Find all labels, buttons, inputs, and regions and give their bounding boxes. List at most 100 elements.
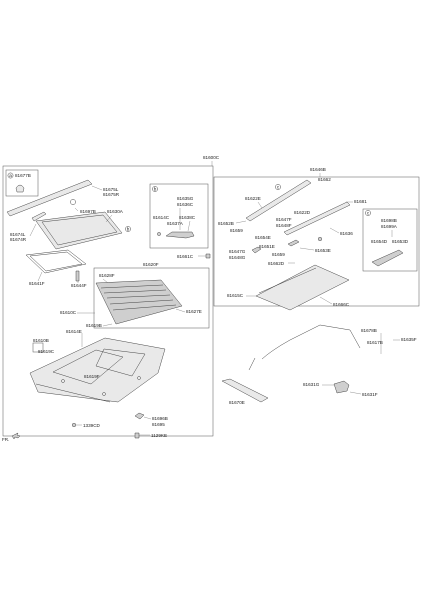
- label-81681: 81681: [354, 199, 367, 204]
- callout-a-ref: [70, 199, 76, 205]
- label-81697B: 81697B: [80, 209, 96, 214]
- label-81619C: 81619C: [38, 349, 55, 354]
- label-81662: 81662: [318, 177, 331, 182]
- sunshade-pleat-1: [100, 284, 164, 289]
- weatherstrip-seal: [25, 249, 87, 274]
- label-81675R: 81675R: [103, 192, 120, 197]
- label-81619B: 81619B: [86, 323, 102, 328]
- sunroof-frame: [29, 337, 166, 403]
- label-1339CD: 1339CD: [83, 423, 101, 428]
- clip-part-81677B: [15, 184, 25, 193]
- label-81637A: 81637A: [167, 221, 184, 226]
- label-81614E: 81614E: [66, 329, 82, 334]
- label-81648F: 81648F: [276, 223, 292, 228]
- inset-box-b: [149, 183, 209, 249]
- label-81647G: 81647G: [229, 249, 246, 254]
- label-81675L: 81675L: [103, 187, 119, 192]
- frame-rear-opening: [95, 348, 146, 377]
- drain-hose-clip: [75, 270, 80, 282]
- label-81666C: 81615C: [227, 293, 244, 298]
- label-81659-a: 81659: [230, 228, 243, 233]
- callout-c-ref: [275, 184, 281, 190]
- callout-a-letter: a: [9, 173, 12, 178]
- link-bracket-a: [251, 246, 262, 254]
- label-81622E: 81622E: [245, 196, 261, 201]
- label-81662D: 81662D: [268, 261, 285, 266]
- bolt-1339CD: [71, 422, 77, 428]
- frame-inner-box: [93, 267, 210, 329]
- label-81630A: 81630A: [107, 209, 124, 214]
- frame-hole-1: [61, 379, 65, 383]
- callout-b-ref-letter: b: [127, 227, 130, 232]
- label-81614C: 81614C: [153, 215, 170, 220]
- drive-cable: [261, 324, 361, 360]
- callout-b-letter: b: [154, 187, 157, 192]
- guide-rail-right: [283, 201, 351, 236]
- label-81699A: 81699A: [381, 224, 398, 229]
- glass-panel-inner: [41, 214, 118, 246]
- label-81674L: 81674L: [10, 232, 26, 237]
- label-81622D: 81622D: [294, 210, 311, 215]
- label-81615C: 81661C: [177, 254, 194, 259]
- sunshade-pleat-3: [106, 294, 171, 299]
- label-81635F: 81635F: [401, 337, 417, 342]
- sunshade-pleat-5: [112, 304, 177, 311]
- callout-a-marker: [7, 172, 14, 179]
- frame-front-opening: [52, 349, 124, 385]
- label-81610B: 81610B: [33, 338, 49, 343]
- label-81652B: 81652B: [218, 221, 234, 226]
- front-arrow-icon: [11, 432, 21, 440]
- leader-inset-b2: [187, 220, 191, 232]
- side-molding: [31, 211, 47, 222]
- label-81678B: 81678B: [361, 328, 377, 333]
- label-81617B: 81617B: [367, 340, 383, 345]
- sunshade-pleat-2: [103, 289, 167, 294]
- label-81631G: 81631G: [303, 382, 320, 387]
- label-81696B: 81696B: [152, 416, 168, 421]
- drain-hose: [205, 253, 211, 259]
- label-81644F: 81644F: [71, 283, 87, 288]
- label-81638C: 81638C: [179, 215, 196, 220]
- front-indicator: FR.: [2, 437, 9, 442]
- label-81646B: 81646B: [310, 167, 326, 172]
- leader-81653E: [299, 247, 315, 251]
- front-rail-81670E: [221, 378, 269, 403]
- callout-box-a: [5, 169, 39, 197]
- leader-81631F: [349, 391, 362, 395]
- callout-b-ref: [125, 226, 131, 232]
- label-81610C: 81610C: [60, 310, 77, 315]
- label-81677B: 81677B: [15, 173, 31, 178]
- callout-c-ref-letter: c: [277, 185, 280, 190]
- label-81659-b: 81659: [272, 252, 285, 257]
- leader-81636: [329, 227, 340, 234]
- clip-81636: [317, 236, 323, 242]
- inset-c-bracket: [371, 249, 404, 267]
- leader-81675: [91, 185, 103, 191]
- label-81636: 81636: [340, 231, 353, 236]
- link-bracket-b: [287, 239, 300, 247]
- label-81698B: 81698B: [381, 218, 397, 223]
- label-81648G: 81648G: [229, 255, 246, 260]
- right-assembly-box: [213, 176, 420, 307]
- label-81653E: 81653E: [315, 248, 331, 253]
- leader-81622E: [257, 201, 263, 209]
- drive-cable-tail: [248, 357, 256, 371]
- label-81620F: 81620F: [143, 262, 159, 267]
- label-81654D: 81654D: [371, 239, 388, 244]
- leader-81697B: [74, 207, 79, 212]
- frame-hole-3: [137, 376, 141, 380]
- label-81674R: 81674R: [10, 237, 27, 242]
- slide-panel: [255, 264, 350, 311]
- label-81631F: 81631F: [362, 392, 378, 397]
- label-81635G: 81635G: [177, 196, 194, 201]
- label-81654E: 81654E: [255, 235, 271, 240]
- label-81641F: 81641F: [29, 281, 45, 286]
- label-81670E: 81670E: [229, 400, 245, 405]
- motor-bracket: [165, 231, 195, 239]
- label-81661C: 81666C: [333, 302, 350, 307]
- frame-rail: [35, 383, 111, 403]
- glass-panel: [35, 211, 123, 250]
- slide-panel-edge: [258, 267, 317, 294]
- label-81695: 81695: [152, 422, 165, 427]
